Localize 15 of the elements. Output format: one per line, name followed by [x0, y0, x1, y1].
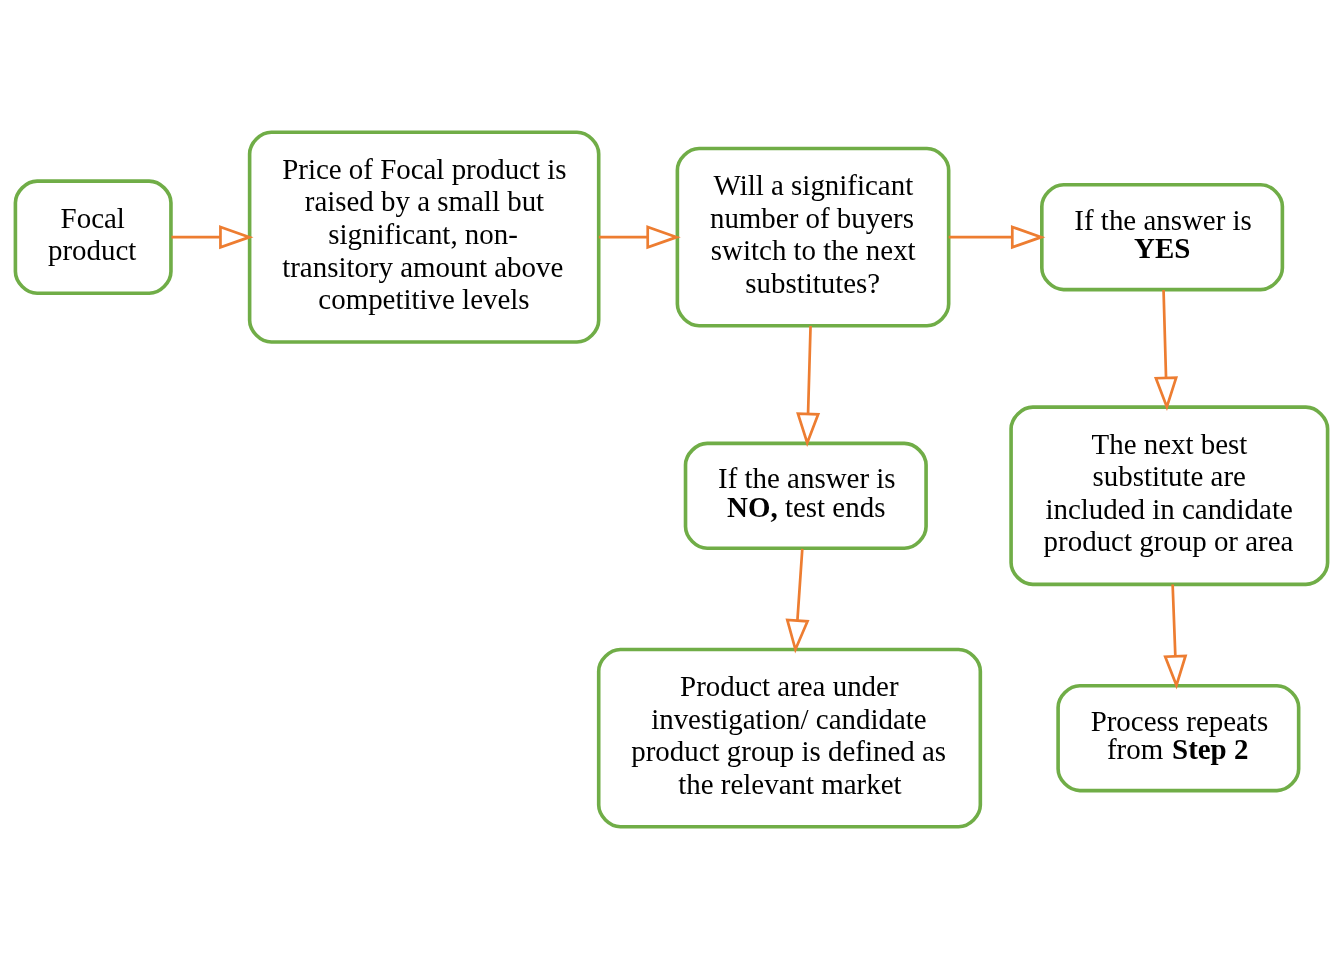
node-box: Will a significant number of buyers switch to the next substitutes? — [675, 146, 951, 328]
arrow — [796, 325, 821, 447]
node-box: Price of Focal product is raised by a small but significant, non-transitory amount above competitive levels — [247, 129, 601, 344]
node-box: The next best substitute are included in candidate product group or area — [1009, 404, 1330, 586]
arrow — [948, 224, 1046, 249]
arrow — [598, 224, 681, 249]
arrow — [171, 224, 254, 249]
arrow — [785, 548, 810, 654]
node-box: If the answer is YES — [1040, 182, 1285, 291]
node-box: Focal product — [13, 178, 173, 295]
arrow — [1163, 583, 1188, 689]
node-box: Product area under investigation/ candidate product group is defined as the relevant market — [596, 647, 983, 829]
node-box: If the answer is NO, test ends — [683, 441, 928, 550]
node-box: Process repeats from Step 2 — [1056, 683, 1301, 792]
arrow — [1153, 289, 1179, 411]
